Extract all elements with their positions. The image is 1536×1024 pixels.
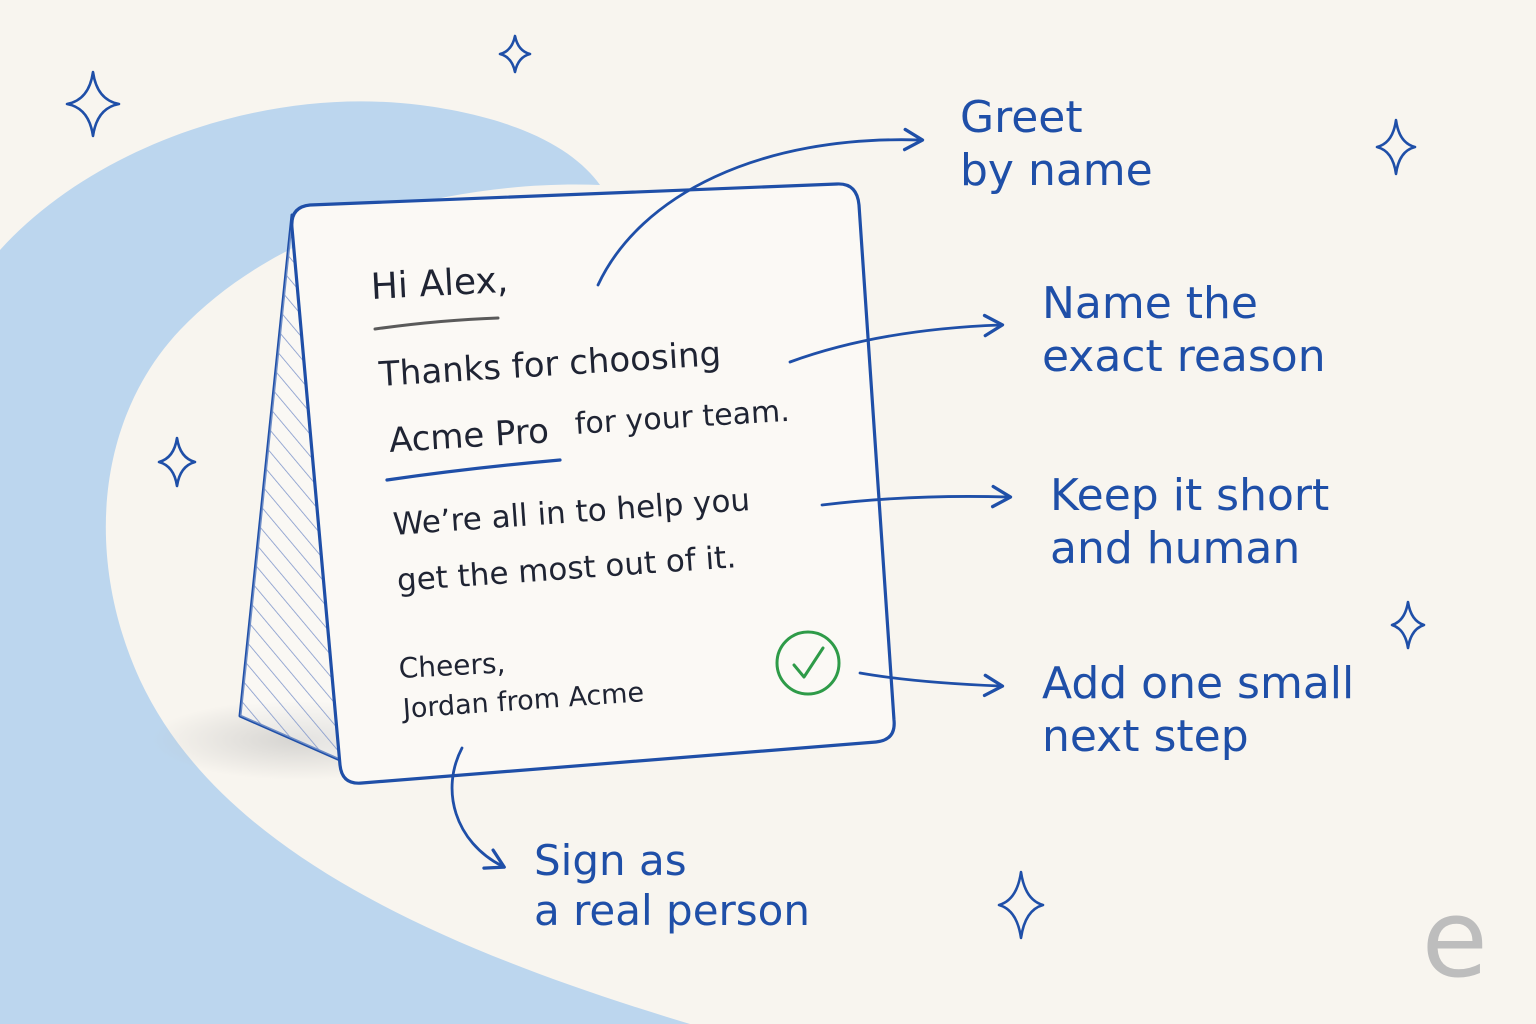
arrow-reason — [788, 313, 1005, 364]
sparkle-icon — [1390, 600, 1426, 650]
blue-swoosh — [0, 101, 690, 1024]
annotation-short: Keep it short and human — [1050, 470, 1329, 576]
check-circle-icon — [775, 630, 841, 696]
card-front — [290, 182, 896, 785]
annotation-short-line2: and human — [1050, 522, 1301, 574]
annotation-next-step-line1: Add one small — [1042, 658, 1355, 709]
sparkle-icon — [1375, 118, 1417, 176]
product-underline — [385, 458, 562, 482]
sparkle-icon — [157, 436, 197, 488]
arrow-next-step — [858, 671, 1005, 698]
annotation-short-line1: Keep it short — [1050, 470, 1330, 521]
annotation-greet: Greet by name — [960, 92, 1153, 198]
annotation-greet-line2: by name — [960, 144, 1153, 196]
annotation-reason-line1: Name the — [1042, 278, 1259, 329]
card-signoff: Cheers, — [397, 646, 507, 685]
watermark-logo: e — [1421, 877, 1488, 1002]
greeting-underline — [373, 316, 500, 331]
sparkle-icon — [498, 34, 532, 74]
annotation-sign-line1: Sign as — [534, 836, 687, 885]
annotation-greet-line1: Greet — [960, 92, 1083, 143]
card-greeting: Hi Alex, — [369, 259, 510, 308]
annotation-reason: Name the exact reason — [1042, 278, 1326, 384]
annotation-sign-line2: a real person — [534, 886, 810, 936]
arrow-sign — [450, 746, 506, 870]
arrow-short — [820, 484, 1013, 509]
annotation-next-step-line2: next step — [1042, 710, 1249, 762]
card-line-2-product: Acme Pro — [387, 411, 551, 461]
sparkle-icon — [997, 870, 1045, 940]
annotation-sign: Sign as a real person — [534, 836, 810, 937]
sparkle-icon — [65, 70, 121, 138]
annotation-next-step: Add one small next step — [1042, 658, 1354, 764]
annotation-reason-line2: exact reason — [1042, 330, 1326, 382]
arrow-greet — [596, 127, 925, 287]
